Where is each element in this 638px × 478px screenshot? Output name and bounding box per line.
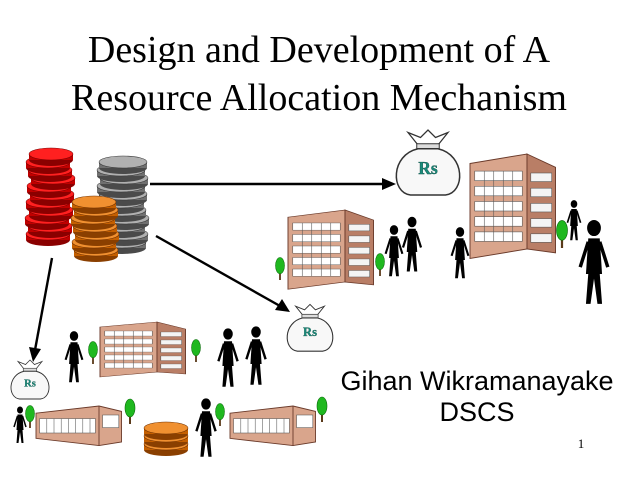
orange-coin-pile bbox=[143, 421, 189, 457]
orange-coin-stack bbox=[70, 195, 120, 263]
money-bag-middle: Rs bbox=[286, 303, 334, 352]
author-org: DSCS bbox=[439, 397, 515, 427]
author-name: Gihan Wikramanayake bbox=[340, 366, 614, 396]
svg-text:Rs: Rs bbox=[418, 158, 438, 178]
office-building-small bbox=[99, 321, 186, 378]
red-coin-stack bbox=[24, 147, 76, 247]
title-line-2: Resource Allocation Mechanism bbox=[71, 77, 567, 119]
slide-title: Design and Development of A Resource All… bbox=[0, 26, 638, 122]
svg-text:Rs: Rs bbox=[303, 325, 317, 339]
title-line-1: Design and Development of A bbox=[87, 29, 551, 71]
allocation-arrows bbox=[29, 178, 396, 362]
page-number: 1 bbox=[577, 436, 585, 451]
svg-text:Rs: Rs bbox=[24, 378, 36, 389]
money-bag-small: Rs bbox=[10, 359, 50, 400]
money-bag-large: Rs bbox=[395, 129, 461, 196]
author-block: Gihan Wikramanayake DSCS bbox=[320, 366, 634, 428]
